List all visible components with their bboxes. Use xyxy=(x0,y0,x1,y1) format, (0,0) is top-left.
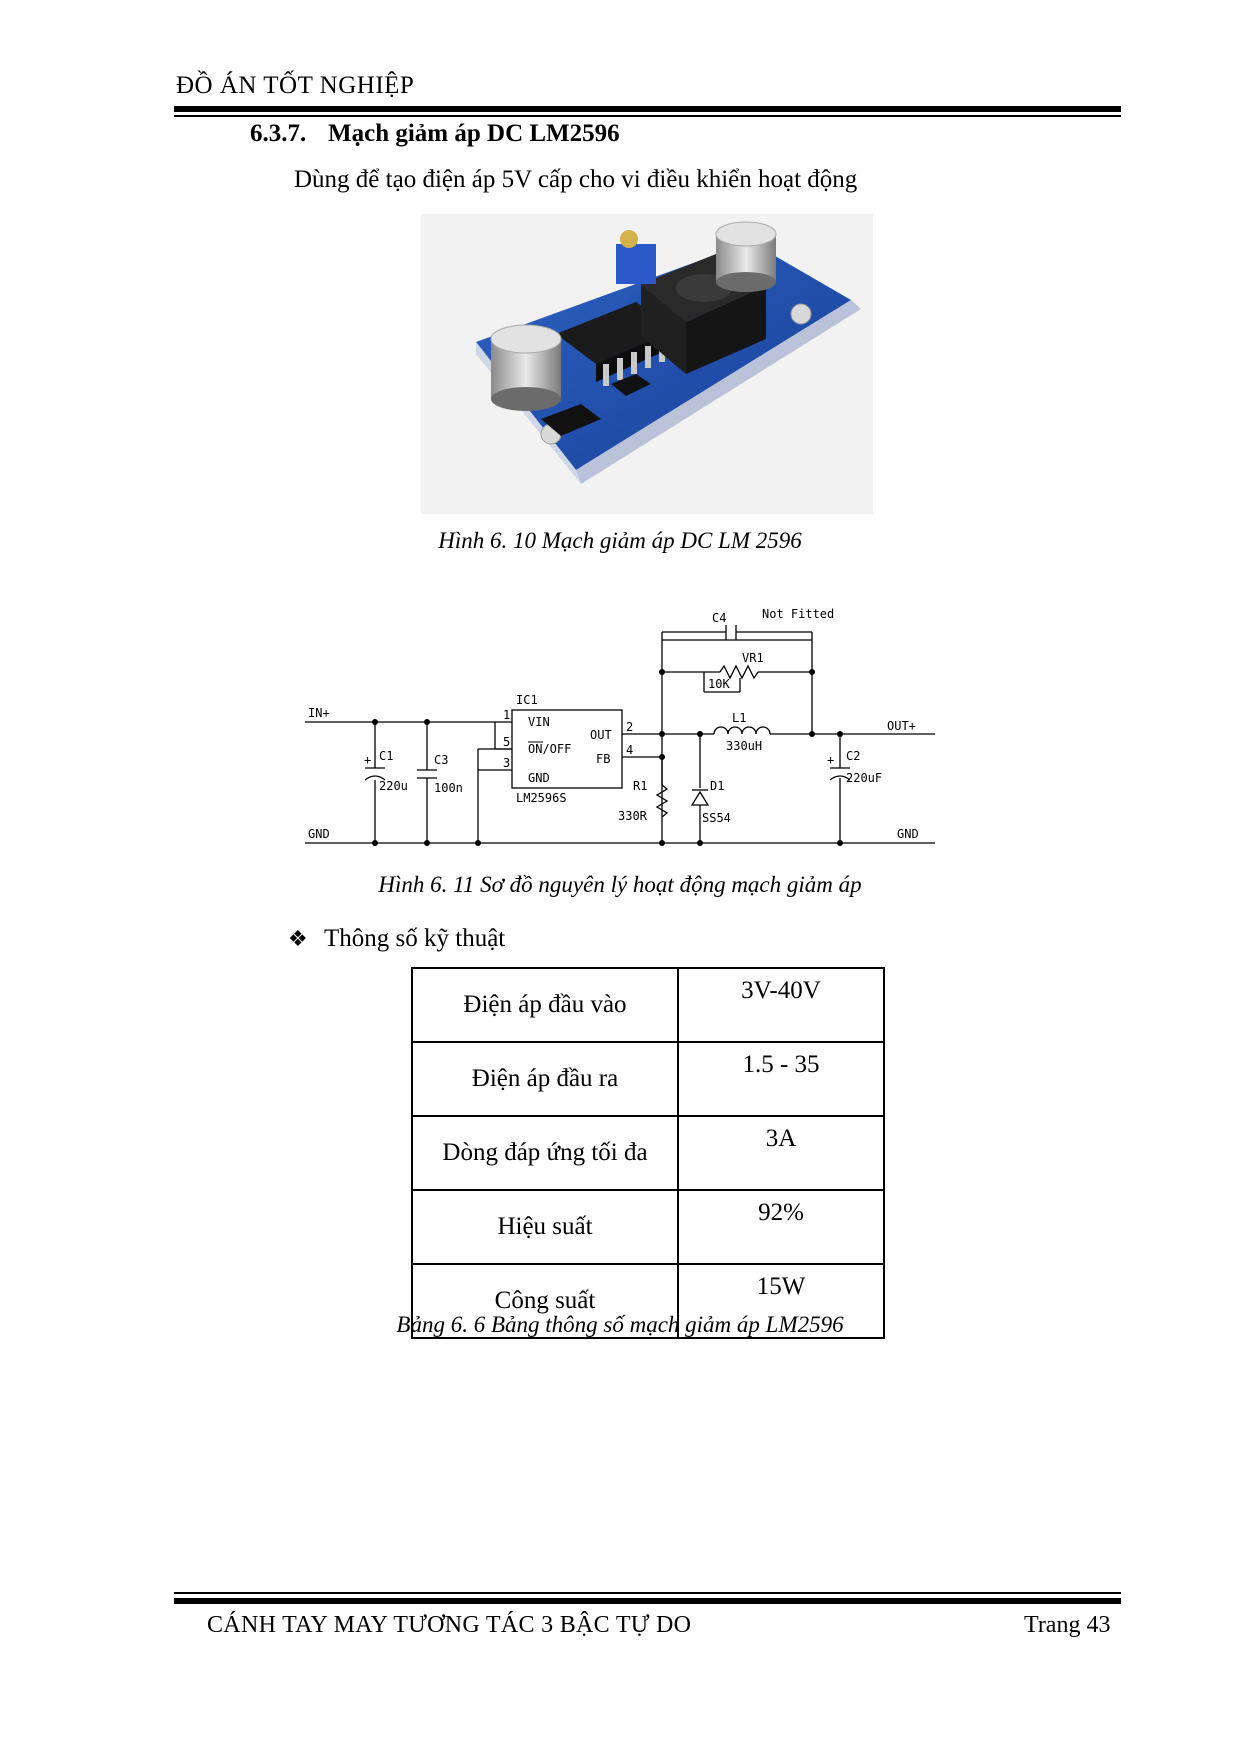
label-gnd-left: GND xyxy=(308,827,330,841)
spec-value: 1.5 - 35 xyxy=(677,1041,885,1117)
label-r1-val: 330R xyxy=(618,809,648,823)
lm2596-module-photo xyxy=(421,214,873,514)
label-gnd-right: GND xyxy=(897,827,919,841)
label-pin-out: OUT xyxy=(590,728,612,742)
label-pin-gnd: GND xyxy=(528,771,550,785)
specs-heading: ❖ Thông số kỹ thuật xyxy=(288,925,505,953)
spec-value: 3V-40V xyxy=(677,967,885,1043)
intro-paragraph: Dùng để tạo điện áp 5V cấp cho vi điều k… xyxy=(294,166,858,193)
spec-value: 3A xyxy=(677,1115,885,1191)
table-caption: Bảng 6. 6 Bảng thông số mạch giảm áp LM2… xyxy=(396,1312,844,1337)
spec-key: Điện áp đầu vào xyxy=(411,967,679,1043)
table-row: Hiệu suất 92% xyxy=(411,1189,885,1265)
label-c4-note: Not Fitted xyxy=(762,607,834,621)
label-c3-val: 100n xyxy=(434,781,463,795)
spec-key: Điện áp đầu ra xyxy=(411,1041,679,1117)
label-pin-fb: FB xyxy=(596,752,610,766)
label-pin-vin: VIN xyxy=(528,715,550,729)
label-ic: IC1 xyxy=(516,693,538,707)
label-c2-plus: + xyxy=(827,753,834,767)
label-pin-1: 1 xyxy=(503,708,510,722)
footer-rule-thick xyxy=(174,1598,1121,1604)
label-pin-4: 4 xyxy=(626,743,633,757)
table-row: Điện áp đầu ra 1.5 - 35 xyxy=(411,1041,885,1117)
label-vr1-val: 10K xyxy=(708,677,730,691)
label-d1-val: SS54 xyxy=(702,811,731,825)
page-number: Trang 43 xyxy=(1024,1612,1111,1638)
specs-heading-text: Thông số kỹ thuật xyxy=(324,925,506,952)
label-c4: C4 xyxy=(712,611,726,625)
spec-key: Công suất xyxy=(411,1263,679,1339)
label-ic-part: LM2596S xyxy=(516,791,567,805)
specs-table: Điện áp đầu vào 3V-40V Điện áp đầu ra 1.… xyxy=(411,967,885,1339)
figure-caption-schematic: Hình 6. 11 Sơ đồ nguyên lý hoạt động mạc… xyxy=(378,872,862,897)
buck-converter-schematic: IN+ GND GND OUT+ C1 + 220u C3 100n IC1 L… xyxy=(305,607,935,846)
label-r1: R1 xyxy=(633,779,647,793)
section-heading: 6.3.7. Mạch giảm áp DC LM2596 xyxy=(250,120,620,148)
footer-rule-thin xyxy=(174,1592,1121,1594)
label-c1: C1 xyxy=(379,749,393,763)
section-title: Mạch giảm áp DC LM2596 xyxy=(328,120,620,147)
table-row: Điện áp đầu vào 3V-40V xyxy=(411,967,885,1043)
label-pin-3: 3 xyxy=(503,756,510,770)
spec-value: 15W xyxy=(677,1263,885,1339)
label-out-plus: OUT+ xyxy=(887,719,916,733)
label-l1: L1 xyxy=(732,711,746,725)
page-header-title: ĐỒ ÁN TỐT NGHIỆP xyxy=(176,72,415,99)
table-row: Dòng đáp ứng tối đa 3A xyxy=(411,1115,885,1191)
label-c1-val: 220u xyxy=(379,779,408,793)
header-rule-thick xyxy=(174,106,1121,112)
label-in-plus: IN+ xyxy=(308,706,330,720)
footer-title: CÁNH TAY MAY TƯƠNG TÁC 3 BẬC TỰ DO xyxy=(207,1612,692,1638)
table-row: Công suất 15W xyxy=(411,1263,885,1339)
label-c2: C2 xyxy=(846,749,860,763)
label-vr1: VR1 xyxy=(742,651,764,665)
figure-caption-photo: Hình 6. 10 Mạch giảm áp DC LM 2596 xyxy=(438,528,802,553)
spec-value: 92% xyxy=(677,1189,885,1265)
header-rule-thin xyxy=(174,115,1121,117)
section-number: 6.3.7. xyxy=(250,120,307,147)
label-c1-plus: + xyxy=(364,753,371,767)
label-pin-5: 5 xyxy=(503,735,510,749)
spec-key: Hiệu suất xyxy=(411,1189,679,1265)
label-pin-2: 2 xyxy=(626,720,633,734)
label-pin-onoff: ON/OFF xyxy=(528,742,571,756)
diamond-bullet-icon: ❖ xyxy=(288,927,308,952)
label-l1-val: 330uH xyxy=(726,739,762,753)
label-c3: C3 xyxy=(434,753,448,767)
label-d1: D1 xyxy=(710,779,724,793)
spec-key: Dòng đáp ứng tối đa xyxy=(411,1115,679,1191)
label-c2-val: 220uF xyxy=(846,771,882,785)
